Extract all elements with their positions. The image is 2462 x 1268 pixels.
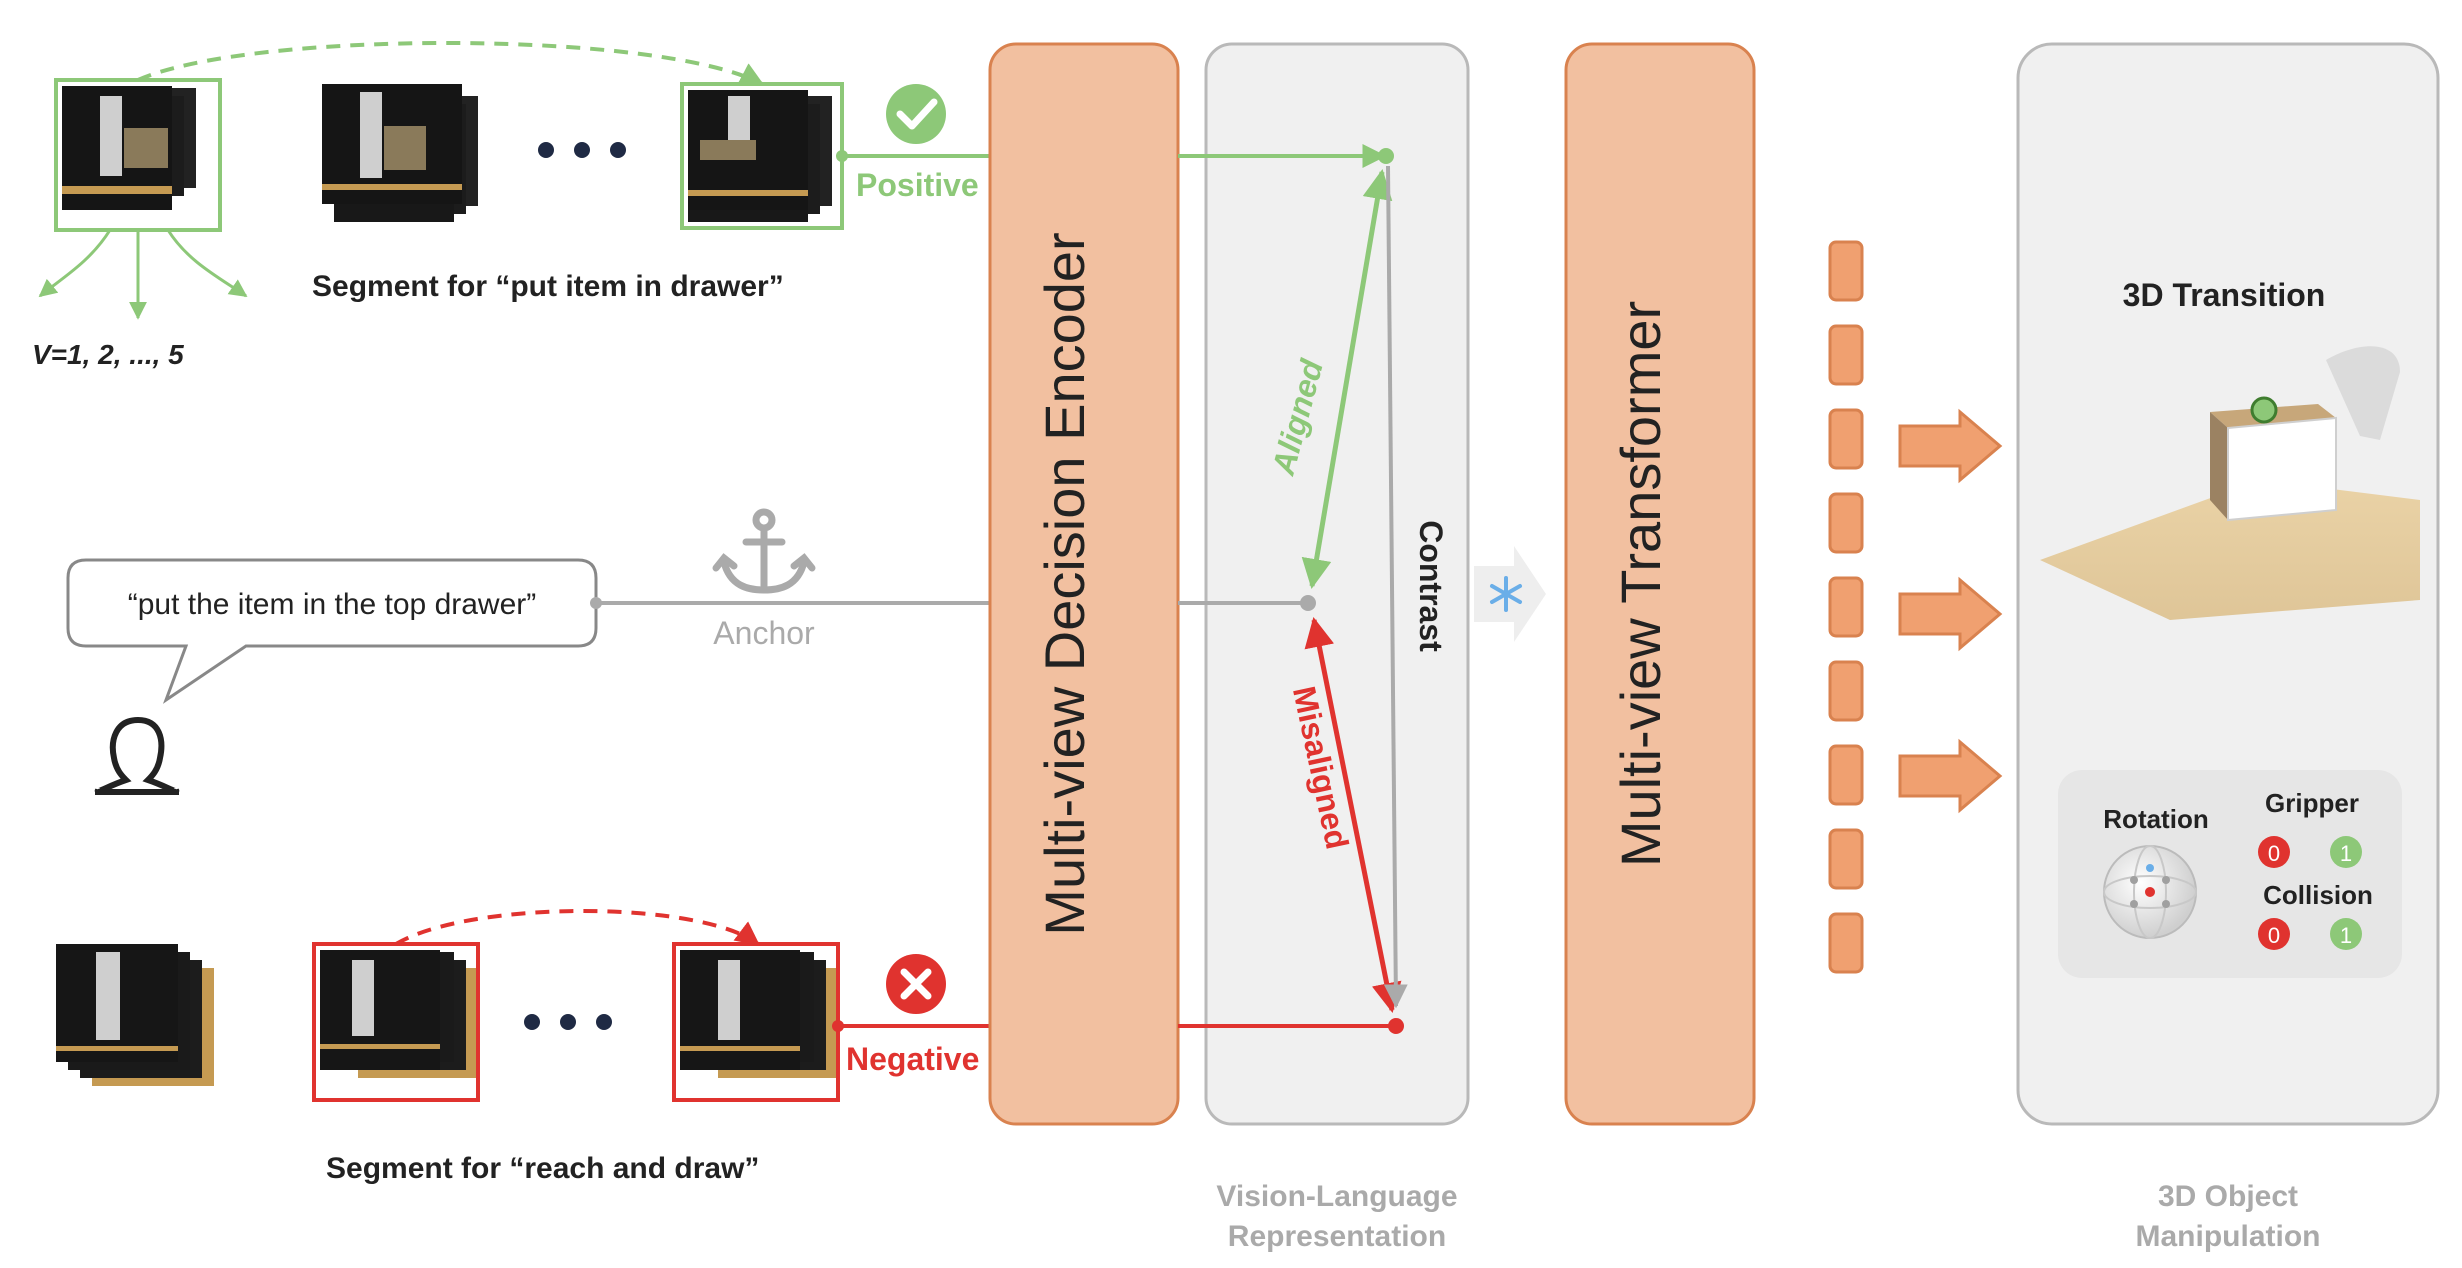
gripper-state-1: 1: [2330, 836, 2362, 868]
manipulation-caption-2: Manipulation: [2136, 1220, 2321, 1253]
collision-state-0: 0: [2258, 918, 2290, 950]
svg-text:1: 1: [2340, 841, 2352, 866]
misaligned-arrow: [1304, 617, 1402, 1013]
transition-title: 3D Transition: [2123, 277, 2326, 313]
output-block-arrows: [1898, 408, 2003, 814]
vl-representation-caption-1: Vision-Language: [1216, 1180, 1457, 1213]
aligned-arrow: [1301, 169, 1393, 589]
views-label: V=1, 2, ..., 5: [32, 339, 184, 370]
anchor-icon: [712, 508, 816, 594]
manipulation-caption-1: 3D Object: [2158, 1180, 2298, 1213]
negative-frame-stack-1: [56, 944, 214, 1086]
decision-encoder-block: [988, 42, 1180, 1126]
segment-negative-caption: Segment for “reach and draw”: [326, 1152, 759, 1185]
rotation-sphere-icon: [2103, 845, 2197, 939]
contrast-arrow: [1383, 165, 1408, 1009]
positive-label: Positive: [856, 167, 979, 203]
snowflake-icon: [1490, 576, 1522, 612]
svg-text:0: 0: [2268, 923, 2280, 948]
anchor-label: Anchor: [713, 615, 815, 651]
gripper-state-0: 0: [2258, 836, 2290, 868]
multiview-transformer-label: Multi-view Transformer: [1609, 301, 1672, 867]
svg-text:1: 1: [2340, 923, 2352, 948]
anchor-embedding-point: [1300, 595, 1316, 611]
gripper-label: Gripper: [2265, 788, 2359, 818]
segment-positive-caption: Segment for “put item in drawer”: [312, 270, 784, 303]
positive-frame-stack-1: [54, 78, 222, 232]
negative-frame-stack-2: [312, 942, 480, 1102]
instruction-speech-bubble: [66, 558, 598, 704]
multiview-transformer-block: [1564, 42, 1756, 1126]
svg-text:0: 0: [2268, 841, 2280, 866]
positive-frame-stack-2: [322, 84, 478, 222]
negative-transition-arrow: [394, 909, 760, 946]
view-fan-arrows: [38, 229, 248, 320]
output-token-column: [1828, 240, 1864, 974]
rotation-label: Rotation: [2103, 804, 2208, 834]
check-circle-icon: [886, 84, 946, 144]
point-cloud-scene: [2040, 346, 2420, 620]
ellipsis-dots-negative: [524, 1014, 612, 1030]
contrast-label: Contrast: [1413, 520, 1449, 652]
positive-transition-arrow: [137, 41, 765, 86]
collision-state-1: 1: [2330, 918, 2362, 950]
ellipsis-dots-positive: [538, 142, 626, 158]
decision-encoder-label: Multi-view Decision Encoder: [1033, 232, 1096, 935]
positive-frame-stack-3: [680, 82, 844, 230]
gripper-target-point: [2250, 396, 2278, 424]
cross-circle-icon: [886, 954, 946, 1014]
negative-label: Negative: [846, 1041, 979, 1077]
instruction-text: “put the item in the top drawer”: [128, 588, 537, 621]
negative-frame-stack-3: [672, 942, 840, 1102]
collision-label: Collision: [2263, 880, 2373, 910]
user-icon: [94, 716, 180, 795]
vl-representation-caption-2: Representation: [1228, 1220, 1446, 1253]
positive-embedding-point: [1378, 148, 1394, 164]
negative-embedding-point: [1388, 1018, 1404, 1034]
